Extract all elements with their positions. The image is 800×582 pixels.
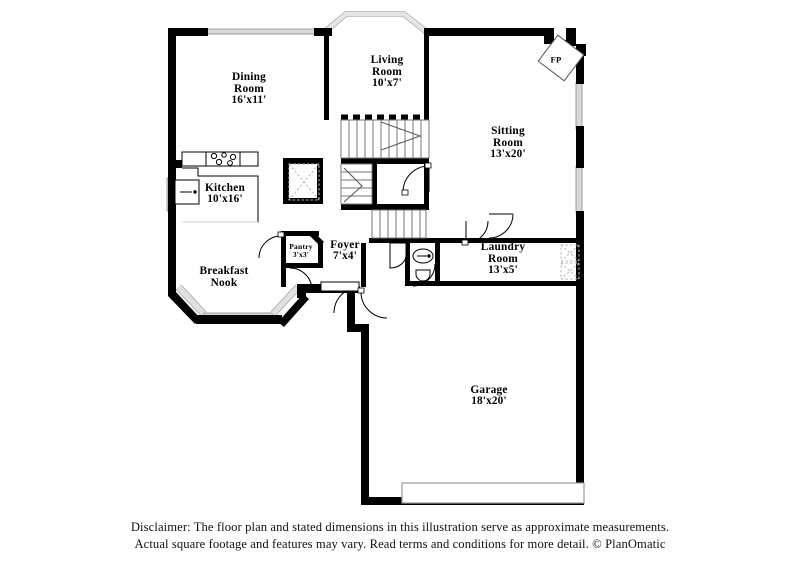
room-dimensions: 16'x11' <box>231 94 267 107</box>
stair-flight-upper <box>340 119 430 159</box>
wall-stair-lower <box>341 204 377 210</box>
wall-left-exterior <box>168 28 176 290</box>
room-name: Kitchen <box>205 182 245 195</box>
laundry-appliances <box>560 244 580 280</box>
wall-kitchen-left-stub <box>176 160 182 168</box>
wall-stair-mid-right <box>424 164 429 206</box>
powder-room-fixtures <box>389 242 434 282</box>
room-name: Sitting <box>491 124 525 137</box>
wall-foyer-top <box>369 238 435 243</box>
wall-nook-bay-left <box>168 284 200 324</box>
fireplace <box>537 34 585 82</box>
wall-right-c <box>576 211 584 289</box>
wall-foyer-right <box>361 243 366 287</box>
room-name-line2: Room <box>372 66 402 79</box>
wall-garage-left <box>361 332 369 505</box>
stair-flight-mid <box>340 163 373 205</box>
room-name-line2: Room <box>234 83 264 96</box>
room-name: Living <box>370 53 404 66</box>
disclaimer: Disclaimer: The floor plan and stated di… <box>0 519 800 552</box>
room-name-line2: Room <box>493 137 523 150</box>
room-name-line2: Nook <box>210 277 238 289</box>
window-sitting-right-upper <box>575 81 583 130</box>
closet-dining <box>283 158 323 204</box>
wall-garage-left-upper <box>347 287 355 332</box>
room-dimensions: 10'x7' <box>372 77 402 90</box>
fireplace-label: FP <box>550 54 562 65</box>
wall-laundry-top <box>440 238 580 243</box>
wall-right-b <box>576 126 584 168</box>
pantry-walls <box>281 231 324 268</box>
wall-powder-left <box>405 238 410 286</box>
wall-top-sitting <box>424 28 554 36</box>
doors-group <box>258 162 514 319</box>
room-name: Laundry <box>480 240 526 253</box>
room-dimensions: 3'x3' <box>292 250 310 260</box>
disclaimer-line-1: Disclaimer: The floor plan and stated di… <box>130 520 670 534</box>
room-dimensions: 10'x16' <box>207 193 243 206</box>
room-name-line2: Room <box>488 253 518 266</box>
window-living-bay <box>322 11 429 35</box>
kitchen-fixtures <box>174 151 320 223</box>
room-dimensions: 13'x20' <box>490 148 526 161</box>
room-name: Garage <box>470 384 508 397</box>
wall-top-left-stub <box>168 28 208 36</box>
room-name: Dining <box>231 70 267 83</box>
disclaimer-line-2: Actual square footage and features may v… <box>134 536 666 551</box>
stairs-group <box>340 114 430 239</box>
wall-right-garage <box>576 289 584 505</box>
window-dining-top <box>205 28 317 35</box>
wall-nook-bay-bottom <box>196 315 282 324</box>
wall-dining-living <box>324 36 329 120</box>
garage-door <box>401 482 585 504</box>
room-dimensions: 7'x4' <box>333 250 357 263</box>
wall-pantry-lower <box>281 263 286 287</box>
stair-flight-lower <box>371 209 427 239</box>
wall-stair-mid-left <box>372 164 377 208</box>
wall-nook-bay-right <box>278 294 309 327</box>
room-name: Pantry <box>289 242 313 252</box>
room-dimensions: 13'x5' <box>488 264 518 277</box>
wall-living-sitting <box>424 36 429 120</box>
room-dimensions: 18'x20' <box>471 395 507 408</box>
wall-stair-bottom <box>372 204 429 210</box>
wall-powder-right <box>435 238 440 286</box>
wall-right-a <box>576 56 584 84</box>
wall-laundry-bottom <box>440 281 584 286</box>
wall-garage-left-jog <box>347 324 369 332</box>
room-name: Breakfast <box>199 264 249 277</box>
room-name: Foyer <box>330 239 360 252</box>
window-sitting-right-lower <box>575 165 583 214</box>
wall-stair-upper-bottom <box>341 158 429 164</box>
